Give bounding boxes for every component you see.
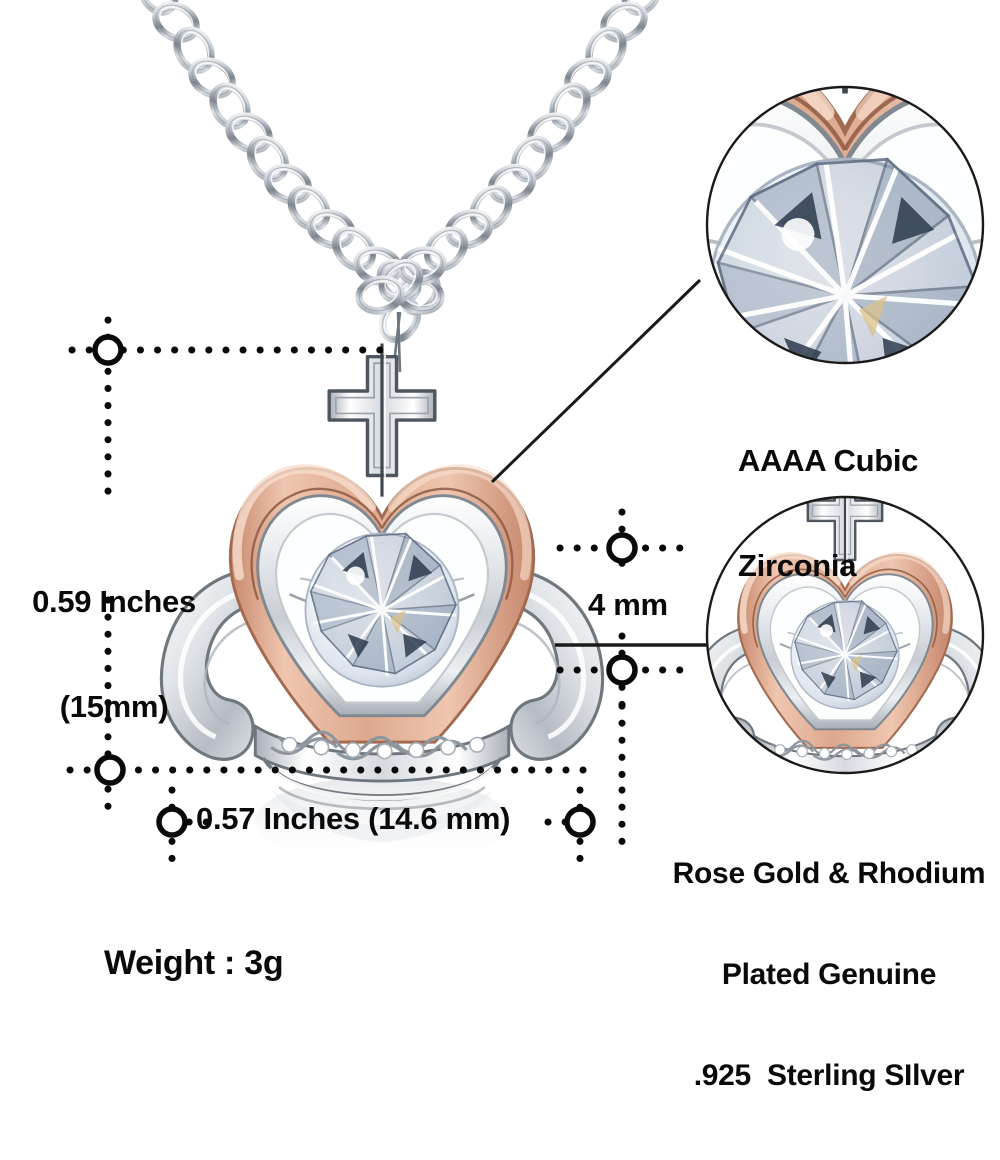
- marker-bottom-left-lower: [156, 806, 188, 838]
- inset-cz-closeup: [705, 85, 985, 365]
- marker-bottom-left-upper: [94, 754, 126, 786]
- material-callout-line1: Rose Gold & Rhodium: [672, 857, 986, 891]
- necklace-chain: [96, 0, 703, 373]
- cz-callout-line2: Zirconia: [738, 547, 857, 583]
- weight-label: Weight : 3g: [104, 944, 284, 982]
- marker-right-lower: [606, 654, 638, 686]
- cz-callout-line1: AAAA Cubic: [738, 443, 919, 479]
- height-dimension-inches: 0.59 Inches: [32, 584, 196, 620]
- height-dimension-label: 0.59 Inches (15mm): [16, 516, 212, 794]
- marker-bottom-right: [564, 806, 596, 838]
- material-callout-label: Rose Gold & Rhodium Plated Genuine .925 …: [660, 790, 998, 1160]
- height-dimension-mm: (15mm): [59, 688, 169, 724]
- product-spec-diagram: 0.59 Inches (15mm) 0.57 Inches (14.6 mm)…: [16, 0, 990, 1092]
- marker-top-left: [92, 334, 124, 366]
- callout-leader-lines: [490, 278, 712, 647]
- cz-callout-label: AAAA Cubic Zirconia: [738, 375, 990, 653]
- leader-line-cz: [490, 278, 702, 484]
- width-dimension-label: 0.57 Inches (14.6 mm): [196, 801, 511, 836]
- crown-pendant-main: [161, 343, 602, 866]
- stone-size-label: 4 mm: [588, 587, 668, 622]
- material-callout-line2: Plated Genuine: [721, 957, 937, 991]
- inset-pendant-closeup: [705, 495, 985, 775]
- marker-right-upper: [606, 532, 638, 564]
- dimension-markers: [92, 334, 638, 838]
- material-callout-line3: .925 Sterling SIlver: [693, 1058, 965, 1092]
- diagram-canvas: [66, 0, 985, 874]
